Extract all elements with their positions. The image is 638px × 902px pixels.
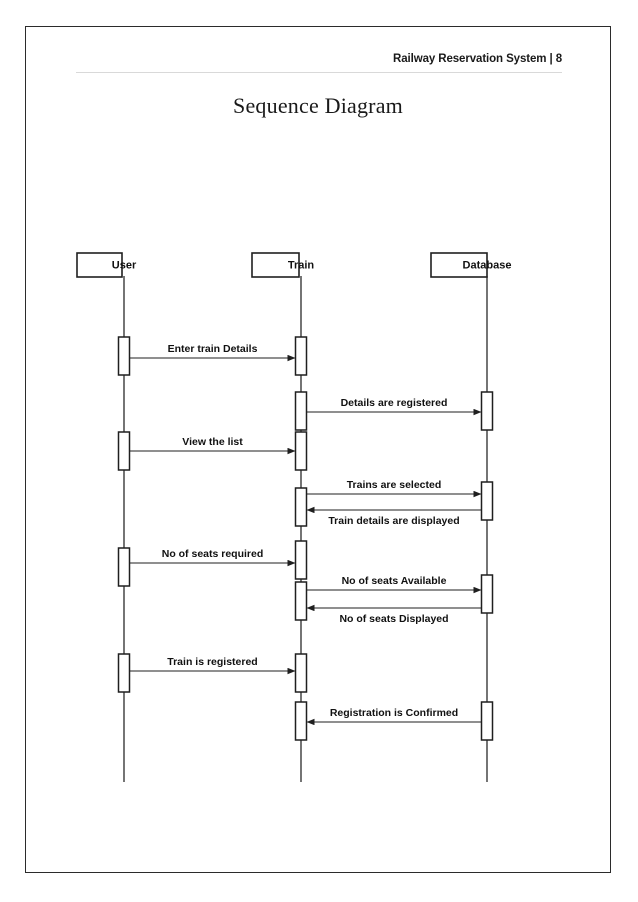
actor-label-train: Train xyxy=(288,259,315,271)
activation-train-5 xyxy=(294,540,308,580)
activation-train-6 xyxy=(294,581,308,621)
activation-train-3 xyxy=(294,431,308,471)
activation-user-3 xyxy=(117,547,131,587)
activation-user-1 xyxy=(117,336,131,376)
message-label-m3: View the list xyxy=(182,436,243,448)
actor-box-user[interactable] xyxy=(76,252,123,278)
message-label-m9: Train is registered xyxy=(167,656,257,668)
page-header: Railway Reservation System | 8 xyxy=(393,53,562,65)
activation-user-4 xyxy=(117,653,131,693)
actors-layer: User Train Database xyxy=(76,252,512,278)
activation-user-2 xyxy=(117,431,131,471)
activation-train-7 xyxy=(294,653,308,693)
message-label-m8: No of seats Displayed xyxy=(339,613,448,625)
activation-train-4 xyxy=(294,487,308,527)
message-label-m2: Details are registered xyxy=(341,397,448,409)
message-label-m7: No of seats Available xyxy=(342,575,447,587)
activation-database-1 xyxy=(480,391,494,431)
actor-label-user: User xyxy=(112,259,137,271)
activation-train-1 xyxy=(294,336,308,376)
message-label-m5: Train details are displayed xyxy=(328,515,459,527)
message-label-m1: Enter train Details xyxy=(168,343,258,355)
activation-train-8 xyxy=(294,701,308,741)
message-label-m6: No of seats required xyxy=(162,548,264,560)
actor-box-train[interactable] xyxy=(251,252,300,278)
page-title: Sequence Diagram xyxy=(233,93,403,118)
message-label-m10: Registration is Confirmed xyxy=(330,707,458,719)
activation-database-3 xyxy=(480,574,494,614)
activation-train-2 xyxy=(294,391,308,431)
activations-layer xyxy=(117,336,494,741)
actor-label-database: Database xyxy=(463,259,512,271)
header-divider xyxy=(76,72,562,73)
document-page: Railway Reservation System | 8 Sequence … xyxy=(25,26,611,873)
activation-database-4 xyxy=(480,701,494,741)
actor-box-database[interactable] xyxy=(430,252,488,278)
activation-database-2 xyxy=(480,481,494,521)
message-label-m4: Trains are selected xyxy=(347,479,442,491)
